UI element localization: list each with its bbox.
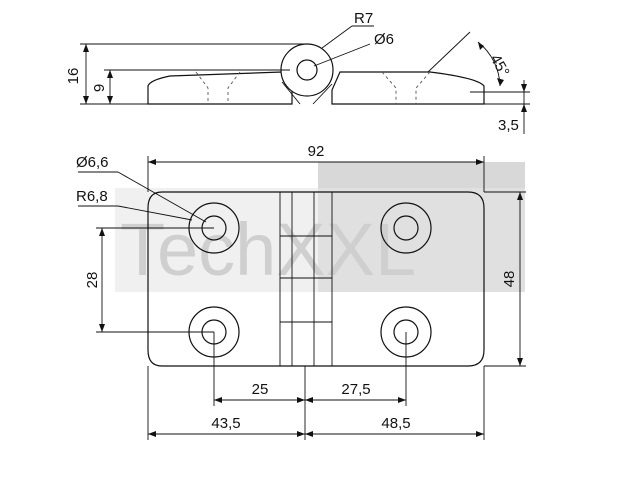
top-outline: [147, 191, 485, 367]
watermark-text: TechXXL: [120, 208, 416, 291]
side-countersink-left: [195, 71, 241, 104]
side-pin-hole: [296, 59, 318, 81]
top-dim-right-leaf-width: 48,5: [381, 415, 410, 432]
top-knuckle: [279, 191, 333, 367]
top-dim-left-leaf-width: 43,5: [211, 415, 240, 432]
top-dim-left-hole-offset: 25: [252, 381, 269, 398]
side-view: 16 9 R7 Ø6 45° 3,5: [65, 10, 530, 134]
hole-top-right: [380, 202, 432, 254]
watermark: TechXXL: [115, 162, 525, 292]
watermark-band: [115, 188, 525, 292]
side-dim-thickness: 3,5: [498, 117, 519, 134]
top-view: Ø6,6 R6,8 92 48 28: [76, 143, 526, 440]
top-dim-total-width: 92: [308, 143, 325, 160]
top-dim-total-height: 48: [501, 271, 518, 288]
side-left-leaf: [147, 71, 293, 105]
side-dim-leaf-height: 9: [91, 84, 108, 92]
top-dim-hole-diameter: Ø6,6: [76, 154, 109, 171]
side-dim-radius: R7: [354, 10, 373, 27]
side-right-leaf: [331, 71, 485, 105]
top-dim-right-hole-offset: 27,5: [341, 381, 370, 398]
side-dim-total-height: 16: [65, 68, 82, 85]
top-dim-hole-spacing: 28: [84, 272, 101, 289]
top-dim-countersink-radius: R6,8: [76, 188, 108, 205]
side-countersink-right: [381, 71, 431, 104]
side-dim-pin-diameter: Ø6: [374, 31, 394, 48]
